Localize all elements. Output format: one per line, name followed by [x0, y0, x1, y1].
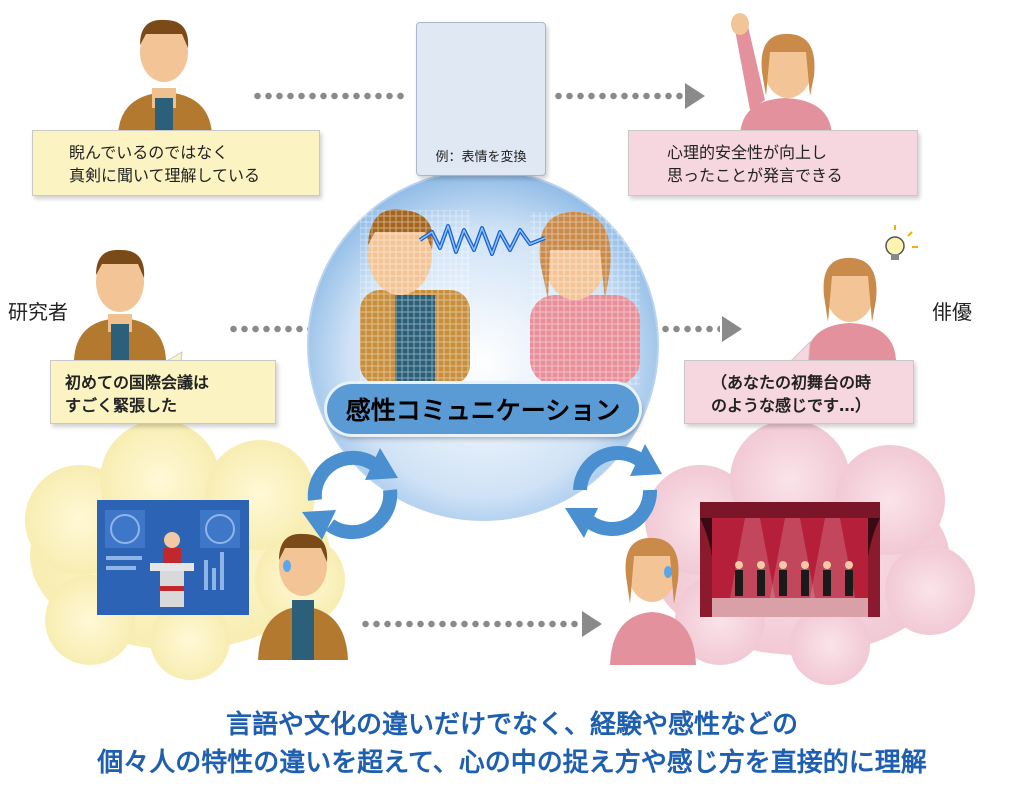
arrowhead-bottom: [582, 611, 602, 637]
lightbulb-icon: [885, 225, 918, 260]
bubble-top-right: 心理的安全性が向上し 思ったことが発言できる: [628, 130, 918, 196]
bubble-mid-left-line-1: 初めての国際会議は: [65, 373, 210, 392]
dotted-arrow-top-left: [252, 92, 408, 100]
bubble-mid-left: 初めての国際会議は すごく緊張した: [50, 360, 276, 424]
woman-figure-top-right: [731, 13, 832, 135]
dotted-arrow-mid-right: [660, 325, 720, 333]
bubble-top-left-line-2: 真剣に聞いて理解している: [69, 166, 261, 185]
mosaic-man-figure: [360, 209, 470, 385]
bubble-top-right-line-1: 心理的安全性が向上し: [667, 143, 828, 162]
bubble-top-left: 睨んでいるのではなく 真剣に聞いて理解している: [32, 130, 320, 196]
conference-image: [97, 500, 249, 615]
woman-figure-actor: [806, 257, 896, 360]
bubble-top-left-line-1: 睨んでいるのではなく: [69, 143, 229, 162]
arrowhead-mid-right: [722, 316, 742, 342]
bubble-mid-right-line-2: のような感じです…）: [711, 396, 872, 415]
bubble-mid-right: （あなたの初舞台の時 のような感じです…）: [684, 360, 914, 424]
example-caption: 例：表情を変換: [435, 150, 527, 165]
bubble-top-right-line-2: 思ったことが発言できる: [667, 166, 843, 185]
role-label-actor: 俳優: [932, 300, 972, 324]
cycle-arrow-right: [573, 445, 657, 537]
dotted-arrow-mid-left: [228, 325, 308, 333]
man-figure-top-left: [118, 19, 212, 138]
bubble-mid-right-line-1: （あなたの初舞台の時: [711, 373, 872, 392]
woman-figure-nervous: [610, 537, 696, 665]
man-figure-researcher: [74, 249, 166, 360]
cycle-arrow-left: [307, 450, 398, 540]
arrowhead-top-right: [685, 83, 705, 109]
example-box: 例：表情を変換: [416, 22, 546, 176]
dotted-arrow-bottom: [360, 620, 580, 628]
bubble-mid-left-line-2: すごく緊張した: [65, 396, 178, 415]
bottom-text-line-1: 言語や文化の違いだけでなく、経験や感性などの: [225, 710, 798, 740]
mosaic-woman-figure: [530, 211, 640, 385]
bottom-text-line-2: 個々人の特性の違いを超えて、心の中の捉え方や感じ方を直接的に理解: [97, 748, 927, 778]
role-label-researcher: 研究者: [8, 300, 68, 324]
dotted-arrow-top-right: [553, 92, 683, 100]
center-label: 感性コミュニケーション: [327, 384, 639, 434]
stage-image: [700, 502, 880, 617]
man-figure-nervous: [258, 533, 348, 660]
